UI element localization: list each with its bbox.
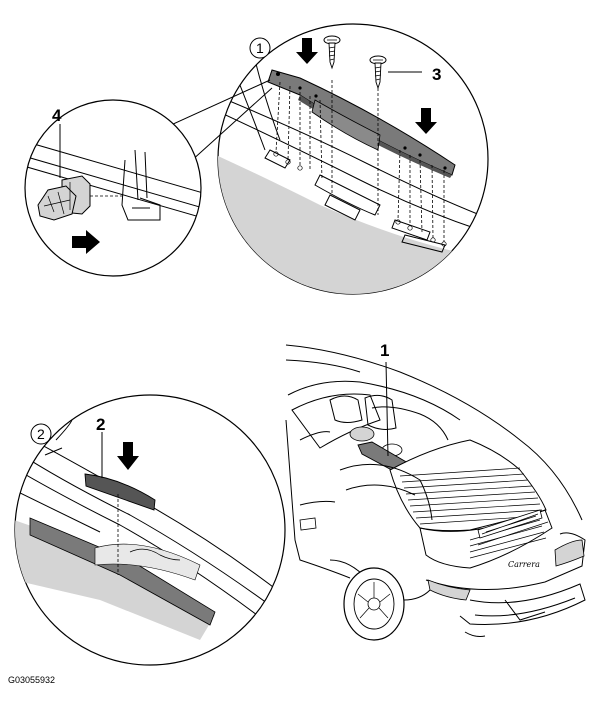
figure-code: G03055932: [8, 675, 55, 685]
carrera-badge: Carrera: [508, 560, 540, 569]
arrow-down-seal-icon: [117, 442, 139, 470]
svg-text:2: 2: [37, 426, 45, 442]
circled-label-2: 2: [30, 423, 52, 445]
clip-part-icon: [37, 175, 91, 221]
detail-circle-seal: [14, 394, 286, 666]
connector-line-lower: [189, 87, 273, 163]
callout-4: 4: [52, 106, 62, 125]
screw-left-icon: [323, 35, 341, 70]
detail-circle-clip: [24, 99, 202, 277]
callout-1: 1: [380, 341, 389, 360]
screw-right-icon: [369, 55, 387, 90]
detail-circle-spoiler-mount: [217, 23, 489, 295]
circled-label-1: 1: [249, 37, 271, 59]
svg-text:1: 1: [256, 40, 264, 56]
callout-2: 2: [96, 415, 105, 434]
arrow-down-right-icon: [415, 108, 437, 134]
car-rear-view: Carrera: [285, 344, 586, 641]
arrow-push-right-icon: [72, 230, 100, 254]
callout-3: 3: [432, 65, 441, 84]
rear-wheel-icon: [329, 559, 405, 641]
connector-line-upper: [159, 79, 271, 131]
arrow-down-left-icon: [296, 38, 318, 64]
seal-strip-icon: [84, 473, 156, 511]
